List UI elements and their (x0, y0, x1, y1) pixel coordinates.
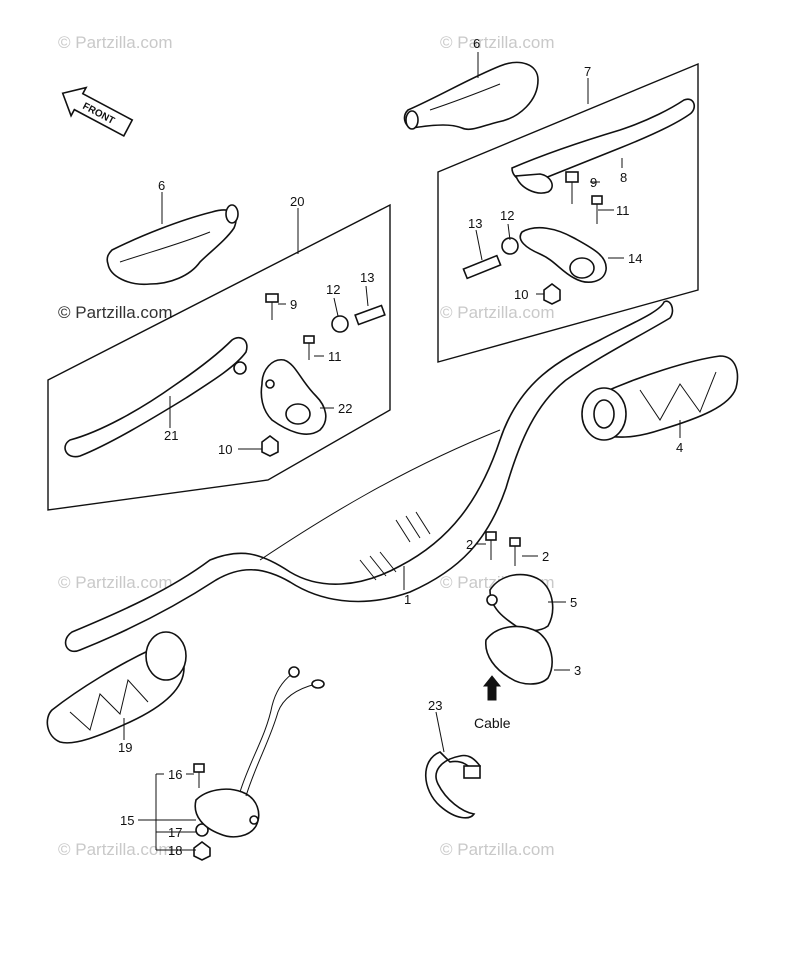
callout-22: 22 (338, 401, 352, 416)
cable-label: Cable (474, 715, 511, 731)
callout-9: 9 (290, 297, 297, 312)
callout-6: 6 (473, 36, 480, 51)
callout-1: 1 (404, 592, 411, 607)
lever-bracket-right (519, 226, 607, 283)
callout-11: 11 (616, 203, 630, 218)
callout-13: 13 (360, 270, 374, 285)
watermarks: © Partzilla.com © Partzilla.com © Partzi… (58, 33, 555, 859)
callout-13: 13 (468, 216, 482, 231)
watermark-text: © Partzilla.com (440, 33, 555, 52)
front-arrow: FRONT (61, 86, 134, 137)
left-grip (46, 631, 187, 744)
callout-9: 9 (590, 175, 597, 190)
callout-12: 12 (326, 282, 340, 297)
watermark-text: © Partzilla.com (440, 840, 555, 859)
callout-2: 2 (542, 549, 549, 564)
callout-10: 10 (514, 287, 528, 302)
watermark-text: © Partzilla.com (58, 840, 173, 859)
watermark-text: © Partzilla.com (440, 303, 555, 322)
throttle-housing (485, 573, 554, 685)
right-lever-panel (437, 62, 699, 363)
callout-5: 5 (570, 595, 577, 610)
watermark-text: © Partzilla.com (58, 33, 173, 52)
engine-stop-switch (194, 666, 325, 838)
callout-16: 16 (168, 767, 182, 782)
callout-17: 17 (168, 825, 182, 840)
handlebar (64, 300, 674, 653)
watermark-text: © Partzilla.com (58, 573, 173, 592)
callout-18: 18 (168, 843, 182, 858)
leader-lines (123, 52, 681, 851)
callout-6: 6 (158, 178, 165, 193)
callout-12: 12 (500, 208, 514, 223)
clutch-lever (64, 336, 248, 458)
cable-clamp (425, 751, 482, 819)
callout-11: 11 (328, 349, 342, 364)
left-lever-panel (47, 203, 391, 511)
lever-bracket-left (260, 359, 327, 435)
callout-10: 10 (218, 442, 232, 457)
callout-2: 2 (466, 537, 473, 552)
callout-15: 15 (120, 813, 134, 828)
lever-cover-left (106, 204, 239, 286)
callout-14: 14 (628, 251, 642, 266)
fasteners (193, 171, 603, 861)
callout-7: 7 (584, 64, 591, 79)
brake-lever (511, 98, 696, 194)
watermark-text: © Partzilla.com (58, 303, 173, 322)
callout-23: 23 (428, 698, 442, 713)
lever-cover-top (403, 61, 539, 131)
callout-19: 19 (118, 740, 132, 755)
callout-20: 20 (290, 194, 304, 209)
callout-21: 21 (164, 428, 178, 443)
callout-3: 3 (574, 663, 581, 678)
throttle-grip (581, 355, 739, 441)
callout-4: 4 (676, 440, 683, 455)
callout-numbers: 1 2 2 3 4 5 6 6 7 8 9 9 10 10 11 11 12 1… (118, 36, 683, 858)
cable-arrow: Cable (474, 675, 511, 731)
callout-8: 8 (620, 170, 627, 185)
